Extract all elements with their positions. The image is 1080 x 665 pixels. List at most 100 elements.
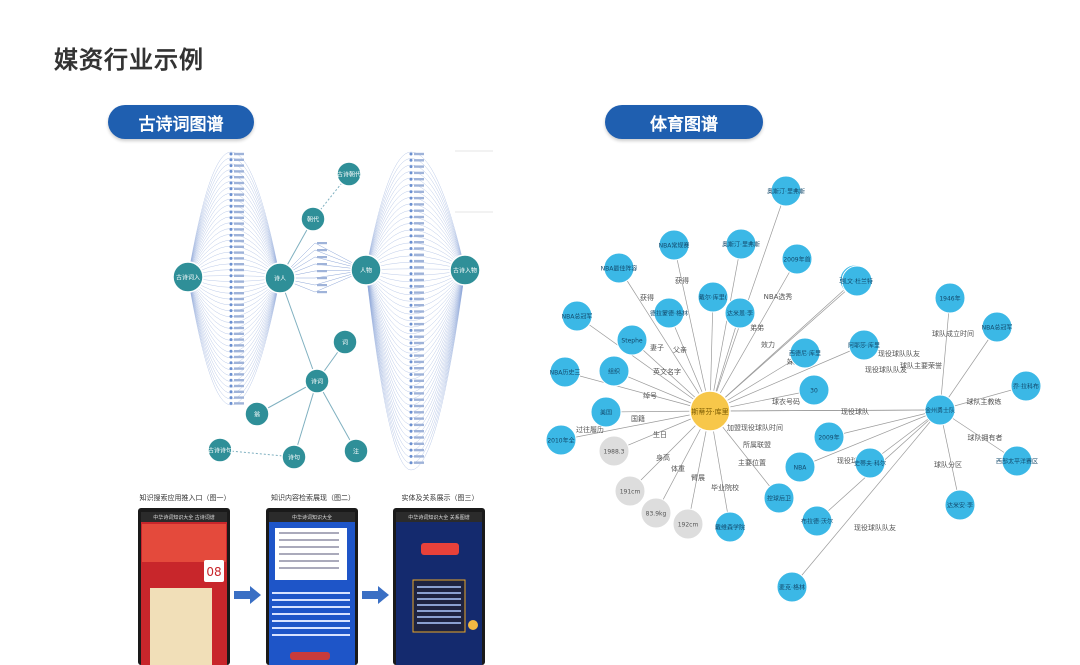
sports-node[interactable] [653, 297, 685, 329]
page-title: 媒资行业示例 [54, 46, 204, 74]
sports-node[interactable] [798, 374, 830, 406]
sports-node[interactable] [1010, 370, 1042, 402]
sports-node[interactable] [598, 355, 630, 387]
poetry-leaf-label [234, 263, 244, 266]
poetry-leaf-label [414, 209, 424, 212]
poetry-leaf-label [317, 249, 327, 252]
sports-node[interactable] [981, 311, 1013, 343]
poetry-leaf-label [414, 436, 424, 439]
poetry-leaf-label [414, 448, 424, 452]
poetry-leaf [409, 347, 413, 351]
poetry-leaf-label [234, 158, 244, 161]
poetry-leaf [409, 240, 413, 244]
sports-node[interactable] [776, 571, 808, 603]
poetry-leaf-label [414, 367, 424, 370]
verse-node[interactable] [304, 368, 330, 394]
sports-node-label: NBA历史三 [550, 369, 581, 377]
ancient-sentence-node[interactable] [207, 437, 233, 463]
sports-node[interactable] [725, 228, 757, 260]
poet-node[interactable] [264, 262, 296, 294]
poetry-edge [410, 269, 466, 451]
poetry-leaf [229, 233, 233, 237]
sports-node[interactable] [854, 447, 886, 479]
sports-node[interactable] [784, 451, 816, 483]
relation-button[interactable] [421, 543, 459, 555]
poetry-edge [365, 158, 412, 271]
sports-node[interactable] [697, 281, 729, 313]
sports-node[interactable] [672, 508, 704, 540]
sports-node[interactable] [789, 337, 821, 369]
poetry-leaf-label [234, 332, 244, 335]
poetry-leaf [409, 284, 413, 288]
sentence-node[interactable] [281, 444, 307, 470]
poetry-leaf-label [234, 199, 244, 202]
sports-node[interactable] [1001, 445, 1033, 477]
sports-node[interactable] [770, 175, 802, 207]
person-node[interactable] [350, 254, 382, 286]
poetry-leaf [409, 177, 413, 181]
poetry-edge [410, 269, 466, 406]
poetry-edge [365, 269, 412, 367]
poetry-leaf [409, 442, 413, 446]
poem-person-node[interactable] [449, 254, 481, 286]
note-node[interactable] [343, 438, 369, 464]
sports-node[interactable] [603, 252, 635, 284]
sports-node[interactable] [813, 421, 845, 453]
sports-node[interactable] [781, 243, 813, 275]
poetry-leaf-label [317, 256, 327, 259]
sports-node[interactable] [944, 489, 976, 521]
sports-node[interactable] [724, 297, 756, 329]
poetry-leaf-label [234, 181, 244, 185]
sports-edge-label: 身高 [656, 453, 670, 462]
poetry-leaf [409, 278, 413, 282]
weng-node-label: 翁 [254, 411, 260, 419]
poetry-leaf [409, 417, 413, 421]
sports-node[interactable] [590, 396, 622, 428]
sports-node[interactable] [614, 475, 646, 507]
poetry-edge [365, 269, 412, 380]
sports-node[interactable] [658, 229, 690, 261]
phone-header [396, 512, 482, 522]
sports-node[interactable] [924, 394, 956, 426]
sports-node[interactable] [848, 329, 880, 361]
text-line [272, 613, 350, 615]
sports-edge [618, 267, 711, 412]
poetry-leaf-label [234, 384, 244, 388]
era-node[interactable] [300, 206, 326, 232]
action-button[interactable] [290, 652, 330, 660]
ci-node[interactable] [332, 329, 358, 355]
poetry-edge [187, 276, 232, 400]
era-detail-node[interactable] [336, 161, 362, 187]
weng-node[interactable] [244, 401, 270, 427]
sports-node[interactable] [640, 497, 672, 529]
poem-entry-node[interactable] [172, 261, 204, 293]
text-line [279, 532, 339, 534]
sports-node[interactable] [549, 356, 581, 388]
sports-node[interactable] [561, 300, 593, 332]
poetry-leaf [409, 265, 413, 269]
poetry-leaf-label [414, 354, 424, 357]
sports-node[interactable] [934, 282, 966, 314]
poetry-leaf-label [234, 152, 244, 156]
poetry-leaf-label [414, 196, 424, 200]
poetry-leaf-label [234, 170, 244, 173]
sports-node[interactable] [801, 505, 833, 537]
center-player-node[interactable] [689, 390, 731, 432]
text-line [272, 634, 350, 636]
poetry-edge [365, 269, 412, 354]
sports-node[interactable] [714, 511, 746, 543]
ci-node-label: 词 [342, 339, 348, 347]
poetry-edge [187, 276, 232, 406]
poetry-edge [410, 269, 466, 432]
poetry-leaf-label [414, 184, 424, 187]
poetry-edge [187, 276, 232, 382]
sports-node[interactable] [616, 324, 648, 356]
sports-edge-label: 主要位置 [738, 458, 766, 467]
sports-node[interactable] [841, 265, 873, 297]
poetry-leaf [229, 268, 233, 272]
sports-node[interactable] [763, 482, 795, 514]
sports-node[interactable] [598, 435, 630, 467]
banner-image [142, 524, 226, 562]
poetry-leaf [409, 272, 413, 276]
sports-node[interactable] [545, 424, 577, 456]
